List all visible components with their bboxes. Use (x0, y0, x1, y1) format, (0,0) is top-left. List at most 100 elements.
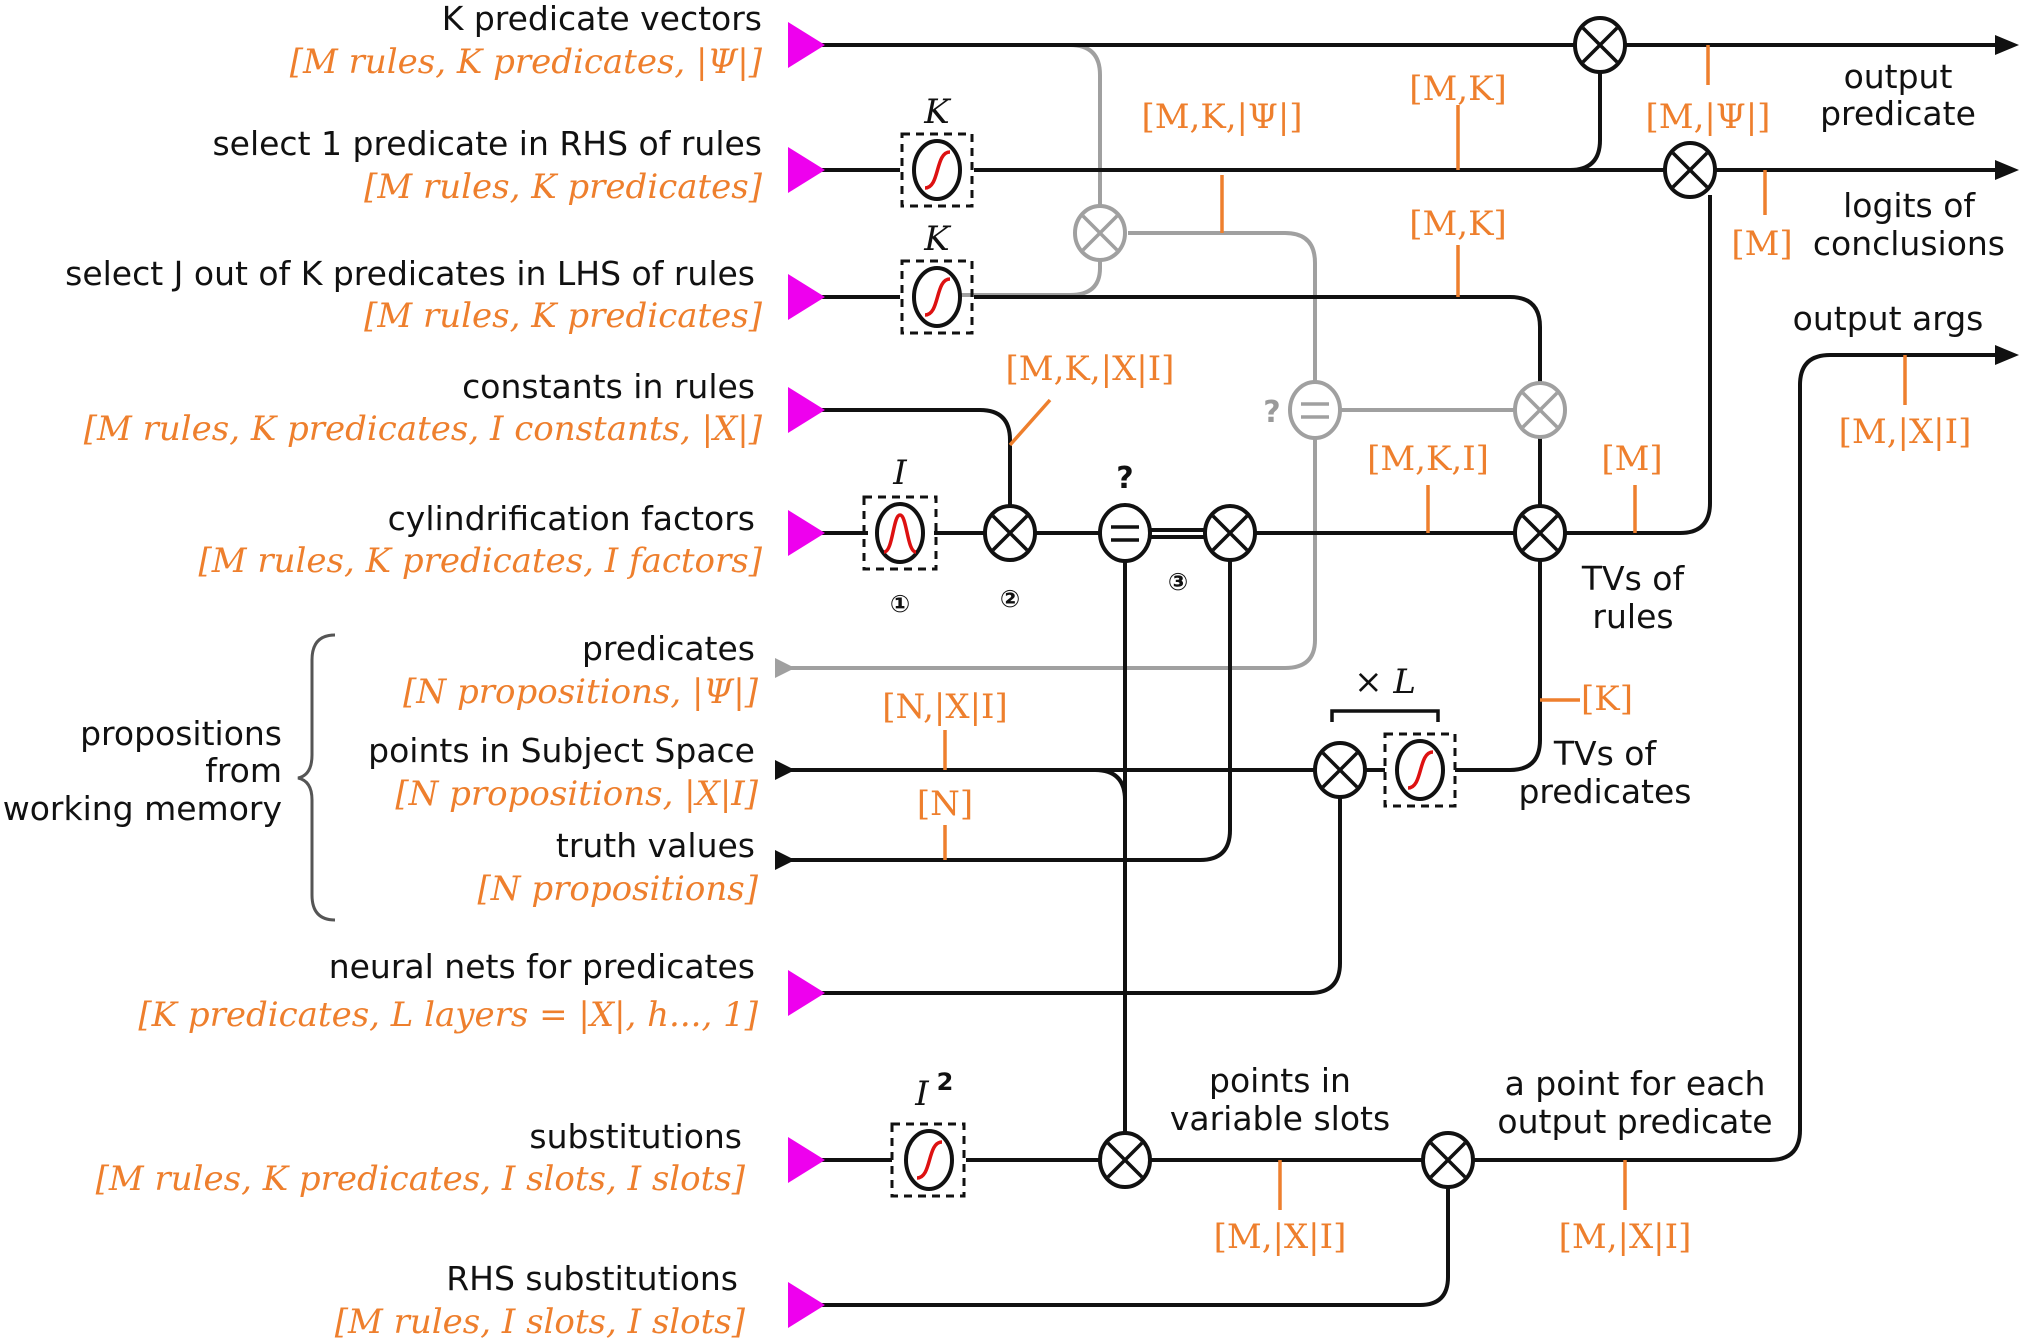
svg-text:points in: points in (1209, 1061, 1351, 1100)
svg-text:from: from (205, 751, 282, 790)
input-triangle (788, 147, 825, 193)
input-label: constants in rules (462, 367, 755, 406)
input-label: points in Subject Space (368, 731, 755, 770)
box-label-i2: I (914, 1074, 929, 1114)
xl-bracket (1330, 709, 1440, 722)
input-triangle (788, 22, 825, 68)
input-triangles (788, 22, 825, 1328)
svg-text:logits of: logits of (1843, 186, 1976, 225)
gray-wires (790, 43, 1515, 670)
input-triangle (788, 970, 825, 1016)
input-label: cylindrification factors (388, 499, 755, 538)
input-triangle (788, 1282, 825, 1328)
svg-text:propositions: propositions (80, 714, 282, 753)
point-output-label: a point for each output predicate (1497, 1064, 1772, 1141)
black-wires (790, 43, 1995, 1307)
svg-text:[M,|X|I]: [M,|X|I] (1839, 412, 1972, 452)
sigmoid-box-k2 (900, 259, 974, 335)
box-label-k: K (923, 92, 952, 132)
svg-text:[N]: [N] (917, 784, 973, 824)
multiply-node (1203, 504, 1257, 562)
multiply-node-gray (1073, 204, 1127, 262)
input-dims: [M rules, K predicates, I factors] (199, 541, 763, 581)
multiply-node (983, 504, 1037, 562)
input-dims: [M rules, K predicates, I constants, |X|… (84, 409, 763, 449)
input-dims: [M rules, K predicates] (364, 296, 763, 336)
logits-label: logits of conclusions [M] (1731, 186, 2005, 264)
svg-text:predicates: predicates (1518, 772, 1691, 811)
input-label: select 1 predicate in RHS of rules (212, 124, 762, 163)
tvs-rules-label: TVs of rules (1581, 559, 1686, 636)
arrow-output-predicate (1995, 35, 2019, 55)
svg-text:output: output (1844, 57, 1953, 96)
multiply-node (1098, 1131, 1152, 1189)
tvs-predicates-label: TVs of predicates (1518, 734, 1691, 811)
svg-text:[M,K]: [M,K] (1409, 69, 1507, 109)
input-label: RHS substitutions (446, 1259, 738, 1298)
output-predicate-label: output predicate (1820, 57, 1976, 133)
arrow-predicates-input (775, 658, 795, 678)
multiply-node (1513, 504, 1567, 562)
gaussian-box-i (862, 495, 938, 571)
input-dims: [M rules, K predicates, |Ψ|] (290, 42, 763, 82)
svg-text:[N,|X|I]: [N,|X|I] (882, 687, 1007, 727)
dimension-ticks (943, 45, 1907, 1210)
arrow-logits (1995, 160, 2019, 180)
svg-text:[M,|Ψ|]: [M,|Ψ|] (1646, 97, 1771, 137)
multiply-node (1573, 16, 1627, 74)
svg-text:conclusions: conclusions (1813, 224, 2005, 263)
equality-node-gray (1288, 380, 1342, 440)
input-dims: [N propositions] (478, 869, 759, 909)
sigmoid-box-i2 (890, 1122, 966, 1198)
step-marker-3: ③ (1168, 568, 1188, 596)
arrow-output-args (1995, 345, 2019, 365)
svg-text:[M,K,|X|I]: [M,K,|X|I] (1006, 349, 1175, 389)
input-dims: [M rules, K predicates, I slots, I slots… (96, 1159, 746, 1199)
svg-text:variable slots: variable slots (1170, 1099, 1390, 1138)
multiply-node (1313, 741, 1367, 799)
multiply-node-gray (1513, 381, 1567, 439)
input-dims: [N propositions, |Ψ|] (403, 672, 759, 712)
arrow-truth-values-input (775, 850, 795, 870)
equality-node (1098, 503, 1152, 563)
points-slots-label: points in variable slots (1170, 1061, 1390, 1138)
svg-text:[M,K,I]: [M,K,I] (1367, 439, 1489, 479)
input-dims: [N propositions, |X|I] (395, 774, 758, 814)
svg-text:[M,K]: [M,K] (1409, 204, 1507, 244)
wire-dimension-labels: [M,K] [M,K,|Ψ|] [M,|Ψ|] [M,K] [M] [M,K,|… (882, 69, 1971, 1257)
sigmoid-box-k1 (900, 132, 974, 208)
input-labels: K predicate vectors [M rules, K predicat… (65, 0, 763, 1340)
input-triangle (788, 510, 825, 556)
svg-text:[M,K,|Ψ|]: [M,K,|Ψ|] (1141, 97, 1302, 137)
svg-text:rules: rules (1592, 597, 1673, 636)
svg-text:output predicate: output predicate (1497, 1102, 1772, 1141)
input-dims: [K predicates, L layers = |X|, h..., 1] (138, 995, 758, 1035)
multiply-node (1421, 1131, 1475, 1189)
input-label: truth values (556, 826, 755, 865)
svg-text:TVs of: TVs of (1553, 734, 1658, 773)
svg-text:[M,|X|I]: [M,|X|I] (1559, 1217, 1692, 1257)
input-label: select J out of K predicates in LHS of r… (65, 254, 755, 293)
working-memory-label: propositions from working memory (3, 714, 282, 828)
input-triangle (788, 274, 825, 320)
gray-multiply-nodes (1073, 204, 1567, 439)
box-label-k: K (923, 219, 952, 259)
svg-text:TVs of: TVs of (1581, 559, 1686, 598)
input-dims: [M rules, I slots, I slots] (335, 1302, 746, 1340)
step-marker-2: ② (1000, 585, 1020, 613)
output-args-label: output args (1793, 299, 1984, 338)
svg-text:a point for each: a point for each (1505, 1064, 1766, 1103)
input-label: K predicate vectors (442, 0, 762, 38)
svg-text:[M]: [M] (1601, 439, 1662, 479)
multiply-nodes (983, 16, 1717, 1189)
svg-text:predicate: predicate (1820, 94, 1976, 133)
question-mark: ? (1116, 461, 1133, 496)
multiply-node (1663, 141, 1717, 199)
input-label: neural nets for predicates (329, 947, 755, 986)
input-triangle (788, 1137, 825, 1183)
svg-text:[M,|X|I]: [M,|X|I] (1214, 1217, 1347, 1257)
working-memory-brace (297, 633, 336, 922)
arrow-points-input (775, 760, 795, 780)
box-label-i2-exponent: 2 (937, 1068, 954, 1096)
